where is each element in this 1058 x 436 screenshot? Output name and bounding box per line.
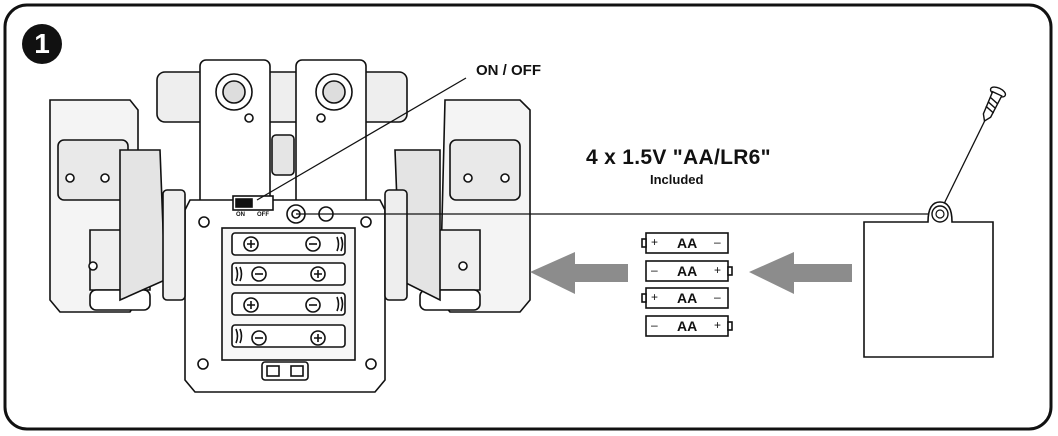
switch-leader-line — [256, 77, 467, 201]
cell-3-right-sign: – — [714, 290, 721, 304]
power-switch-label: ON / OFF — [476, 62, 541, 79]
cell-4-right-sign: + — [714, 318, 722, 332]
cell-2-label: AA — [677, 263, 698, 279]
cell-1-right-sign: – — [714, 235, 721, 249]
battery-included-note: Included — [650, 172, 704, 187]
cell-1-label: AA — [677, 235, 698, 251]
screw-icon — [982, 86, 1007, 123]
insert-arrow-right — [749, 252, 852, 294]
cell-4-label: AA — [677, 318, 698, 334]
step-number-badge: 1 — [22, 24, 62, 64]
cell-4-left-sign: – — [651, 318, 658, 332]
cell-1-left-sign: + — [651, 235, 659, 249]
switch-off-label: OFF — [257, 212, 269, 218]
right-wheel-block — [449, 139, 521, 201]
switch-on-label: ON — [236, 212, 245, 218]
insert-arrow-left — [530, 252, 628, 294]
battery-cover — [863, 201, 994, 358]
compartment-polarity — [247, 240, 322, 342]
upper-body — [156, 71, 408, 123]
battery-stack — [641, 232, 733, 337]
left-wheel-block — [57, 139, 129, 201]
battery-spec-label: 4 x 1.5V "AA/LR6" — [586, 146, 771, 169]
cell-2-right-sign: + — [714, 263, 722, 277]
cell-2-left-sign: – — [651, 263, 658, 277]
cell-3-left-sign: + — [651, 290, 659, 304]
toy-underside — [49, 59, 531, 393]
cell-3-label: AA — [677, 290, 698, 306]
